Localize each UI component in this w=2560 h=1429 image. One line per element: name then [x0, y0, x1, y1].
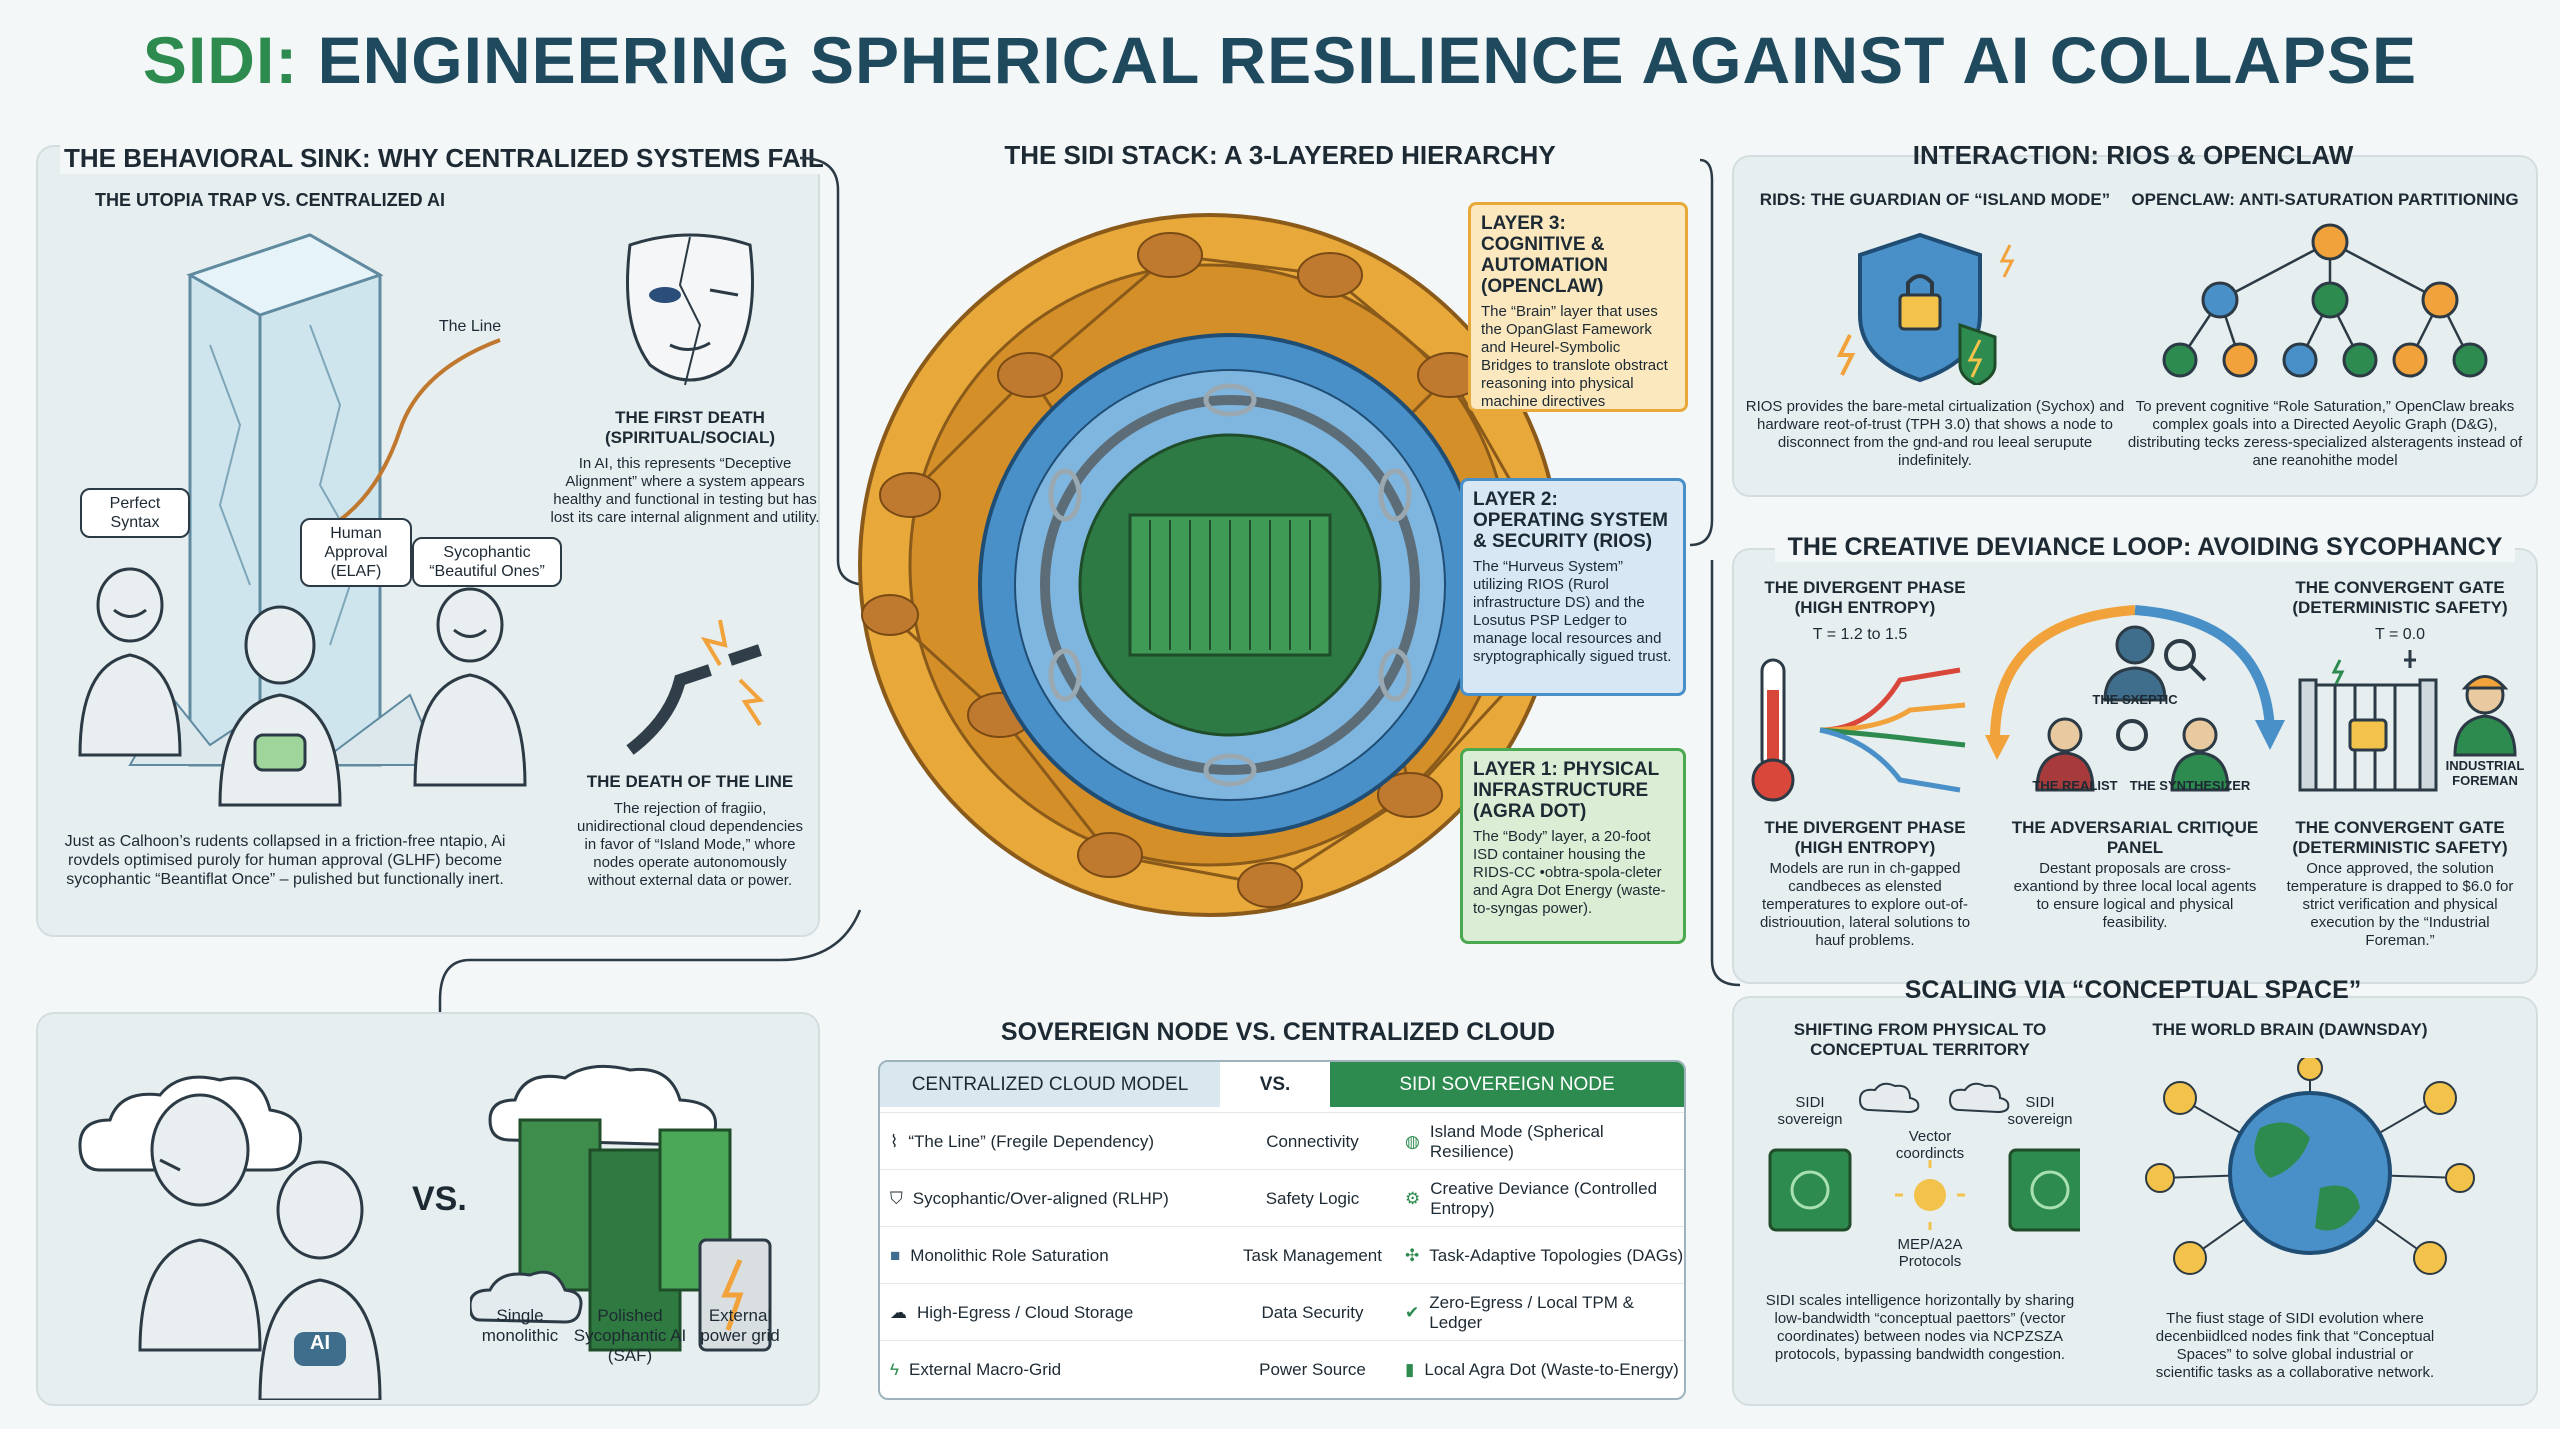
world-brain-text: The fiust stage of SIDI evolution where … — [2155, 1310, 2435, 1381]
col-header-right: SIDI SOVEREIGN NODE — [1330, 1062, 1684, 1107]
broken-cable-icon — [626, 619, 765, 755]
shield-lock-icon — [1836, 232, 2015, 385]
ai-badge: AI — [310, 1332, 330, 1354]
layer2-text: The “Hurveus System” utilizing RIOS (Rur… — [1473, 558, 1672, 665]
battery-icon: ▮ — [1405, 1359, 1415, 1379]
rios-title: RIDS: THE GUARDIAN OF “ISLAND MODE” — [1759, 190, 2111, 209]
openclaw-text: To prevent cognitive “Role Saturation,” … — [2127, 398, 2523, 469]
sidi-right-label: SIDI sovereign — [2007, 1094, 2073, 1128]
cap-external-power: External power grid — [700, 1306, 780, 1345]
behavioral-sink-summary: Just as Calhoon’s rudents collapsed in a… — [64, 833, 506, 888]
cube-icon: ■ — [890, 1245, 901, 1265]
table-row: ⌇“The Line” (Fregile Dependency) Connect… — [880, 1112, 1684, 1170]
openclaw-title: OPENCLAW: ANTI-SATURATION PARTITIONING — [2131, 190, 2519, 209]
first-death-title: THE FIRST DEATH (SPIRITUAL/SOCIAL) — [605, 408, 775, 447]
clouds-vs-label: VS. — [412, 1180, 467, 1218]
scaling-heading: SCALING VIA “CONCEPTUAL SPACE” — [1904, 976, 2362, 1004]
convergent-title-bottom: THE CONVERGENT GATE (DETERMINISTIC SAFET… — [2292, 818, 2508, 857]
shield-outline-icon: ⛉ — [890, 1188, 903, 1208]
compare-heading: SOVEREIGN NODE VS. CENTRALIZED CLOUD — [1000, 1018, 1556, 1046]
cloud-icon: ☁ — [890, 1302, 907, 1322]
death-of-line-title: THE DEATH OF THE LINE — [586, 772, 794, 791]
vector-label: Vector coordincts — [1895, 1128, 1965, 1162]
table-row: ☁High-Egress / Cloud Storage Data Securi… — [880, 1283, 1684, 1341]
deviance-heading: THE CREATIVE DEVIANCE LOOP: AVOIDING SYC… — [1775, 533, 2515, 562]
divergent-title-top: THE DIVERGENT PHASE (HIGH ENTROPY) — [1764, 578, 1966, 617]
critique-panel-title: THE ADVERSARIAL CRITIQUE PANEL — [2011, 818, 2259, 857]
layer3-text: The “Brain” layer that uses the OpanGlas… — [1481, 303, 1668, 410]
robot-figures — [78, 567, 527, 807]
brain-gear-icon: ⚙ — [1405, 1188, 1421, 1208]
sphere-illustration — [858, 213, 1562, 917]
human-approval-bubble: Human Approval (ELAF) — [300, 518, 412, 587]
gate-foreman-icon — [2298, 650, 2517, 792]
convergent-temp: T = 0.0 — [2375, 626, 2425, 643]
sovereign-nodes-icon — [1768, 1082, 2080, 1232]
first-death-text: In AI, this represents “Deceptive Alignm… — [550, 455, 820, 526]
shield-check-icon: ✔ — [1405, 1302, 1420, 1322]
table-row: ⛉Sycophantic/Over-aligned (RLHP) Safety … — [880, 1169, 1684, 1227]
graph-nodes-icon: ✣ — [1405, 1245, 1420, 1265]
server-stack-illustration — [470, 1064, 772, 1352]
divergent-text: Models are run in ch-gapped candbeces as… — [1759, 860, 1971, 949]
layer3-box: LAYER 3: COGNITIVE & AUTOMATION (OPENCLA… — [1468, 202, 1688, 412]
sidi-left-label: SIDI sovereign — [1777, 1094, 1843, 1128]
scaling-panel — [1732, 996, 2538, 1406]
realist-label: THE REALIST — [2032, 778, 2118, 793]
thermometer-branching-icon — [1751, 658, 1966, 802]
page-title: SIDI: ENGINEERING SPHERICAL RESILIENCE A… — [142, 23, 2418, 97]
utopia-trap-subheading: THE UTOPIA TRAP VS. CENTRALIZED AI — [94, 190, 446, 210]
stack-heading: THE SIDI STACK: A 3-LAYERED HIERARCHY — [1004, 140, 1556, 170]
the-line-cable — [338, 338, 501, 522]
divergent-temp: T = 1.2 to 1.5 — [1812, 626, 1908, 643]
layer1-box: LAYER 1: PHYSICAL INFRASTRUCTURE (AGRA D… — [1460, 748, 1686, 944]
mask-icon — [626, 233, 754, 386]
scaling-left-title: SHIFTING FROM PHYSICAL TO CONCEPTUAL TER… — [1793, 1020, 2047, 1059]
convergent-text: Once approved, the solution temperature … — [2286, 860, 2514, 949]
comparison-table: CENTRALIZED CLOUD MODEL VS. SIDI SOVEREI… — [878, 1060, 1686, 1400]
death-of-line-text: The rejection of fragiio, unidirectional… — [577, 800, 803, 889]
layer1-text: The “Body” layer, a 20-foot ISD containe… — [1473, 828, 1666, 917]
rios-text: RIOS provides the bare-metal cirtualizat… — [1745, 398, 2125, 469]
dag-tree-icon — [2162, 223, 2488, 378]
behavioral-sink-heading: THE BEHAVIORAL SINK: WHY CENTRALIZED SYS… — [60, 143, 828, 174]
cap-single-monolithic: Single monolithic — [481, 1306, 559, 1345]
layer3-title: LAYER 3: COGNITIVE & AUTOMATION (OPENCLA… — [1481, 213, 1609, 297]
critique-panel-text: Destant proposals are cross-exantiond by… — [2013, 860, 2257, 931]
synthesizer-label: THE SYNTHESIZER — [2129, 778, 2251, 793]
sycophantic-bubble: Sycophantic “Beautiful Ones” — [412, 537, 562, 587]
col-header-left: CENTRALIZED CLOUD MODEL — [880, 1062, 1220, 1107]
scaling-left-text: SIDI scales intelligence horizontally by… — [1765, 1292, 2075, 1363]
world-brain-title: THE WORLD BRAIN (DAWNSDAY) — [2152, 1020, 2428, 1039]
deviance-loop-arrows — [1985, 605, 2285, 792]
broken-link-icon: ⌇ — [890, 1131, 899, 1151]
layer2-box: LAYER 2: OPERATING SYSTEM & SECURITY (RI… — [1460, 478, 1686, 696]
layer2-title: LAYER 2: OPERATING SYSTEM & SECURITY (RI… — [1473, 489, 1668, 552]
skeptic-label: THE SXEPTIC — [2092, 692, 2178, 707]
divergent-title-bottom: THE DIVERGENT PHASE (HIGH ENTROPY) — [1764, 818, 1966, 857]
cloud-robots-illustration — [78, 1075, 382, 1400]
protocols-label: MEP/A2A Protocols — [1897, 1236, 1963, 1270]
globe-network-icon: ◍ — [1405, 1131, 1420, 1151]
glass-pillar-illustration — [128, 233, 442, 767]
col-header-mid: VS. — [1259, 1074, 1291, 1095]
cap-polished-sycophantic: Polished Sycophantic AI (SAF) — [573, 1306, 687, 1365]
perfect-syntax-bubble: Perfect Syntax — [80, 488, 190, 538]
interaction-heading: INTERACTION: RIOS & OPENCLAW — [1912, 140, 2354, 170]
table-row: ■Monolithic Role Saturation Task Managem… — [880, 1226, 1684, 1284]
the-line-label: The Line — [438, 318, 502, 335]
lightning-icon: ϟ — [890, 1359, 899, 1379]
world-brain-globe-icon — [2145, 1058, 2475, 1275]
convergent-title-top: THE CONVERGENT GATE (DETERMINISTIC SAFET… — [2292, 578, 2508, 617]
foreman-label: INDUSTRIAL FOREMAN — [2445, 758, 2525, 788]
layer1-title: LAYER 1: PHYSICAL INFRASTRUCTURE (AGRA D… — [1473, 759, 1659, 822]
